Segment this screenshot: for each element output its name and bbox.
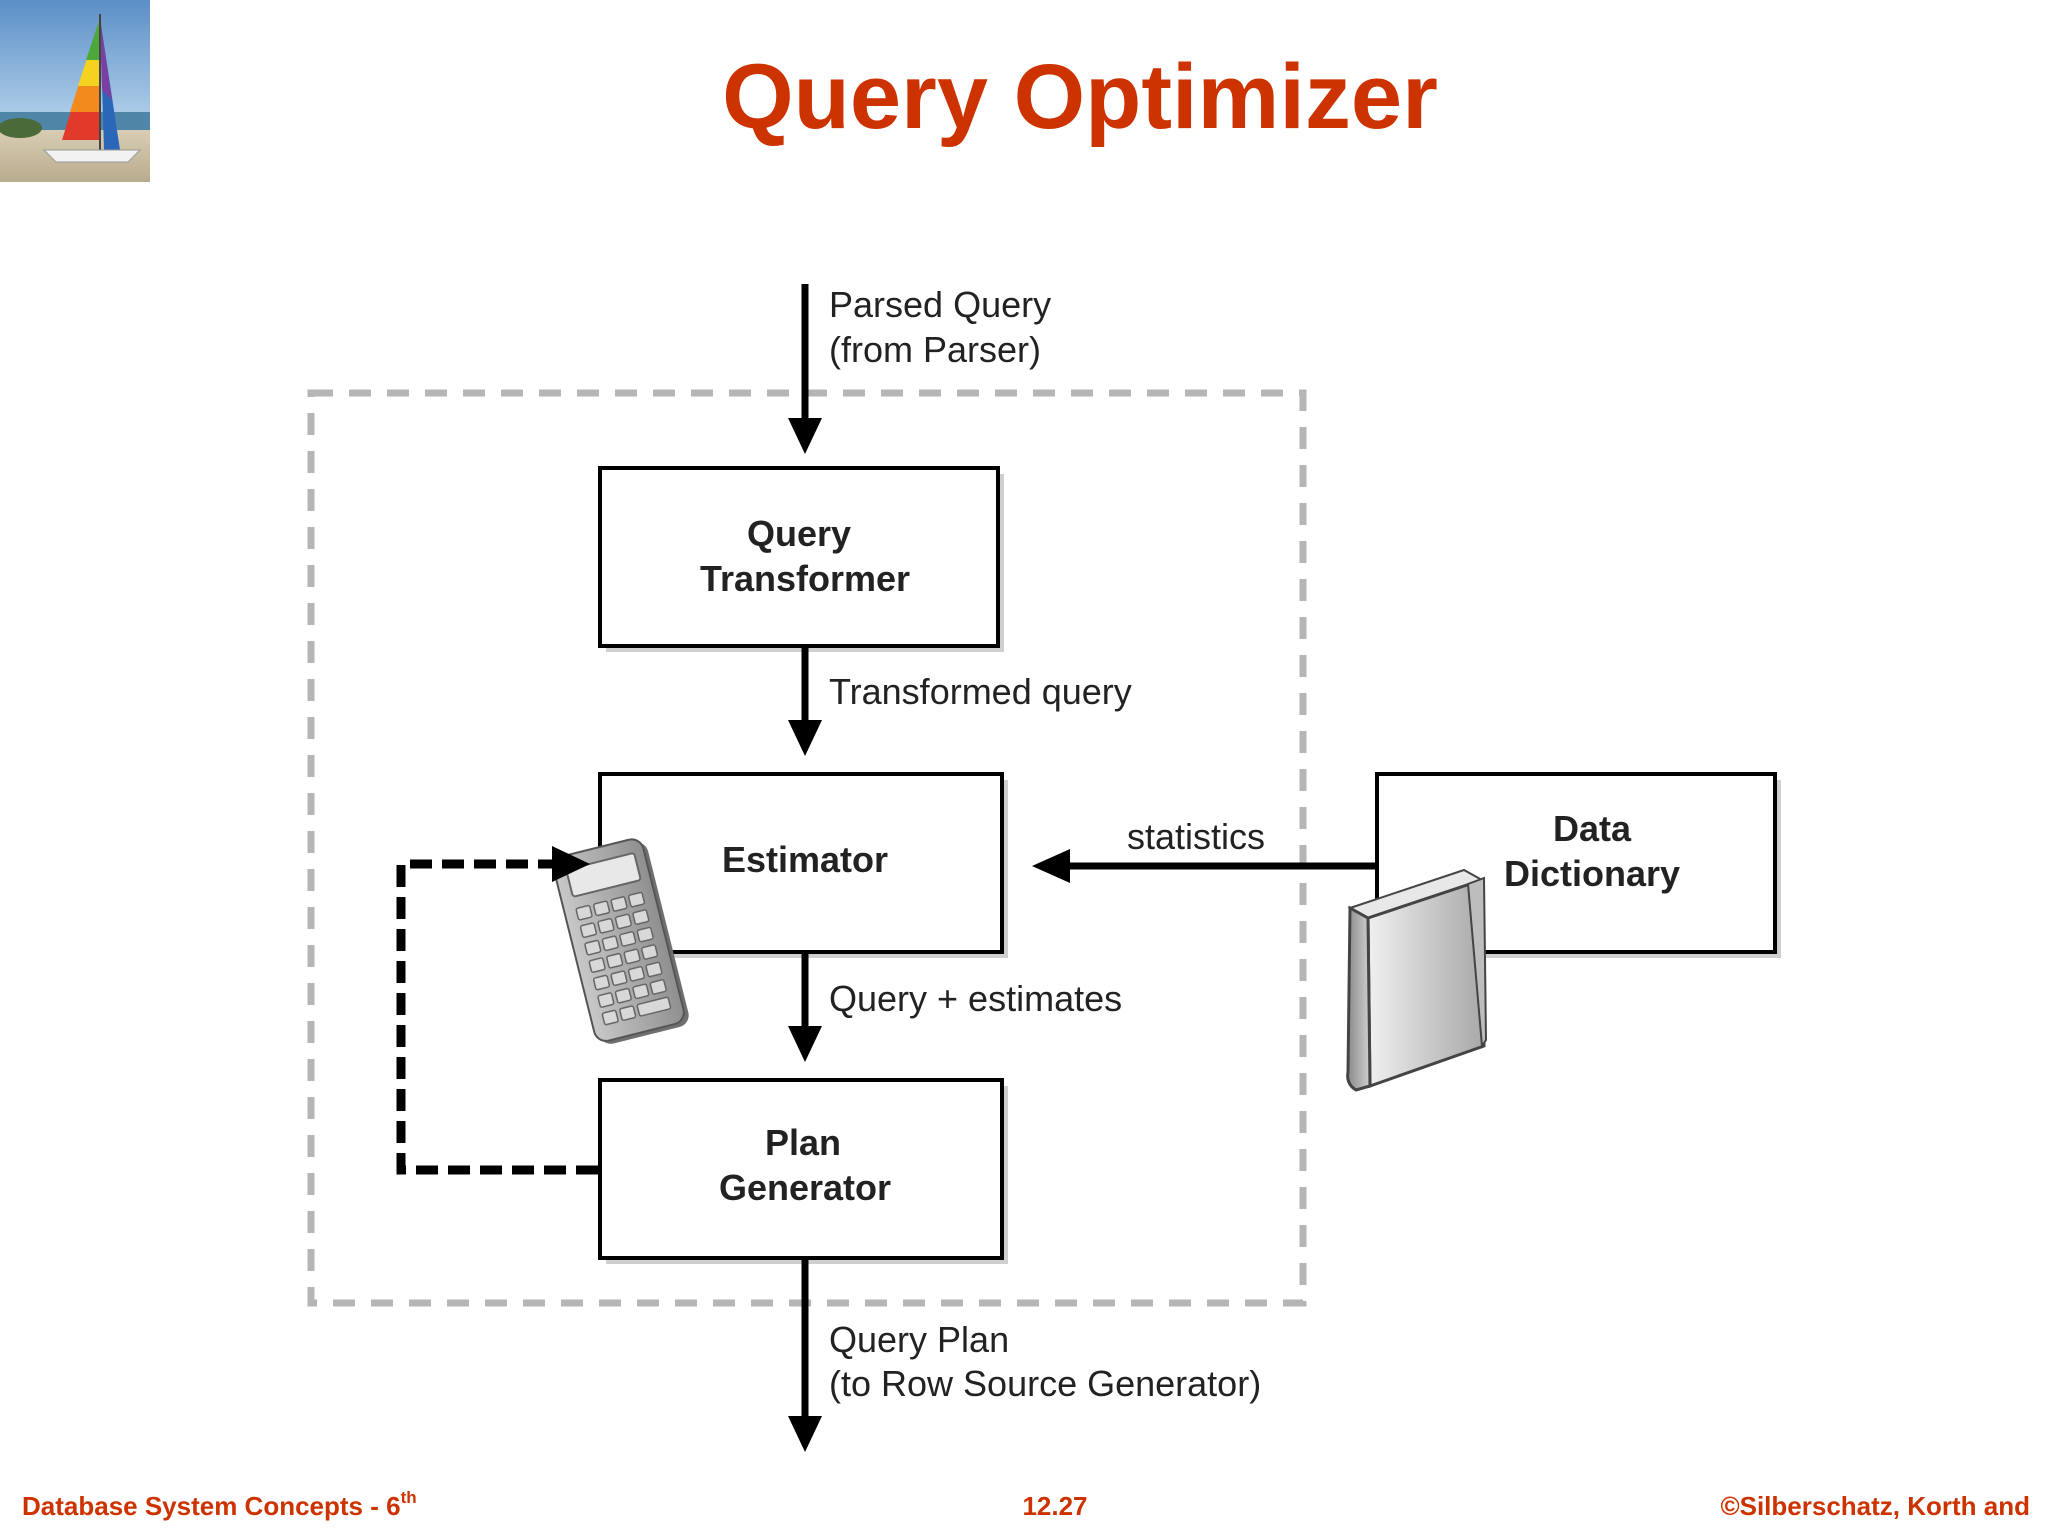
query-transformer-box (598, 466, 1000, 648)
data-dictionary-line1: Data (1553, 808, 1632, 849)
footer-book-title: Database System Concepts - 6th (22, 1488, 417, 1530)
output-label-line2: (to Row Source Generator) (829, 1363, 1261, 1404)
slide-title: Query Optimizer (722, 46, 1438, 148)
estimator-label: Estimator (722, 839, 888, 880)
estimates-label: Query + estimates (829, 978, 1122, 1019)
data-dictionary-box (1375, 772, 1777, 954)
input-label-line1: Parsed Query (829, 284, 1051, 325)
plan-generator-line2: Generator (719, 1167, 891, 1208)
plan-generator-line1: Plan (765, 1122, 841, 1163)
output-label-line1: Query Plan (829, 1319, 1009, 1360)
footer-book-title-text: Database System Concepts - 6 (22, 1491, 401, 1521)
data-dictionary-line2: Dictionary (1504, 853, 1680, 894)
book-icon (1346, 868, 1488, 1092)
query-transformer-line2: Transformer (700, 558, 910, 599)
statistics-arrow (1032, 849, 1377, 883)
calculator-icon (552, 838, 689, 1044)
output-arrow (788, 1260, 822, 1452)
input-label-line2: (from Parser) (829, 329, 1041, 370)
transformed-query-arrow (788, 648, 822, 756)
footer-page-number: 12.27 (1022, 1491, 1088, 1521)
footer-edition-suffix: th (400, 1488, 417, 1507)
estimates-arrow (788, 954, 822, 1062)
sailboat-logo (0, 0, 150, 182)
plan-generator-box (598, 1078, 1004, 1260)
transformed-query-label: Transformed query (829, 671, 1132, 712)
statistics-label: statistics (1127, 816, 1265, 857)
query-transformer-line1: Query (747, 513, 851, 554)
feedback-loop-arrow (396, 846, 598, 1175)
footer-copyright: ©Silberschatz, Korth and (1720, 1491, 2030, 1521)
input-arrow (788, 284, 822, 454)
